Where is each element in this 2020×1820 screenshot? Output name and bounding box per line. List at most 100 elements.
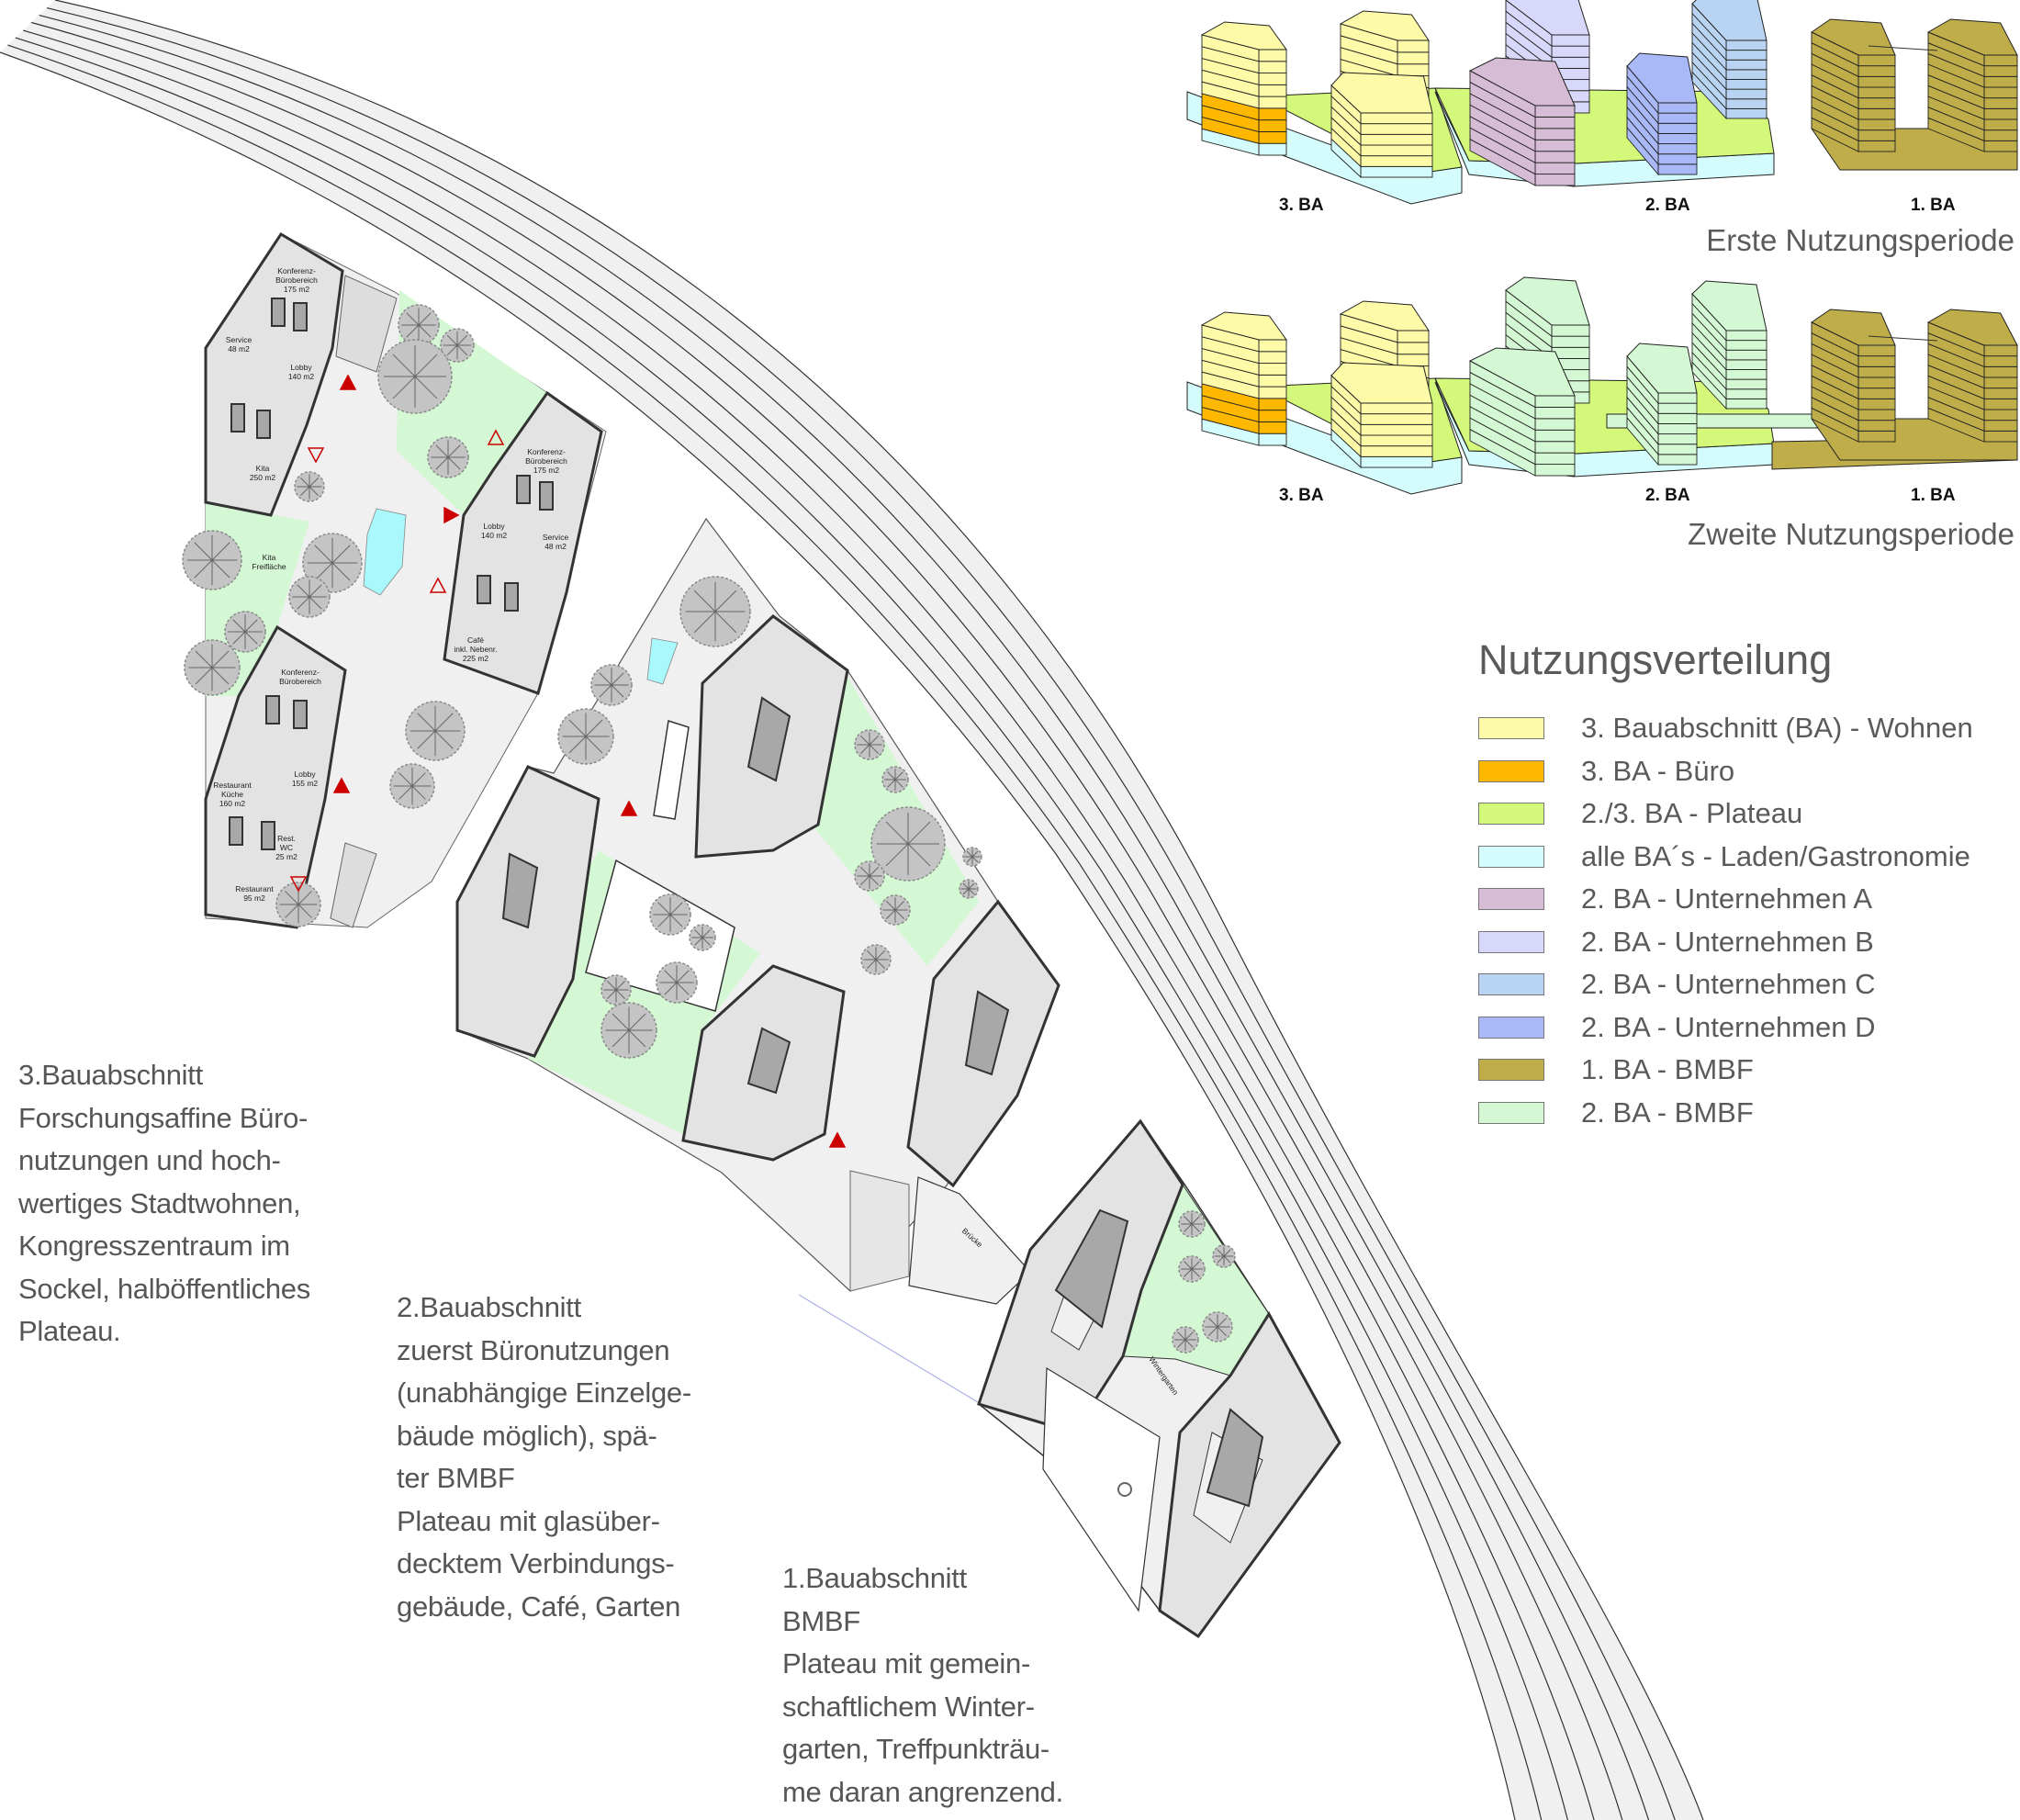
entrance-triangle-icon <box>307 447 325 464</box>
tree-icon <box>656 961 698 1004</box>
period-2-label-1ba: 1. BA <box>1911 486 1956 505</box>
tree-icon <box>224 611 266 653</box>
tree-icon <box>590 664 633 706</box>
bridge <box>798 1176 1031 1406</box>
room-label-line: 140 m2 <box>481 531 508 540</box>
room-label-line: 25 m2 <box>275 852 297 861</box>
tower-3-ba-c <box>1330 362 1433 469</box>
period-2-label-2ba: 2. BA <box>1645 486 1690 505</box>
trees <box>182 304 1236 1354</box>
tree-icon <box>1172 1326 1199 1354</box>
legend-item: 3. BA - Büro <box>1478 750 1973 793</box>
room-label-line: Konferenz- <box>527 447 566 456</box>
legend-swatch <box>1478 803 1544 826</box>
tree-icon <box>854 860 885 892</box>
legend-swatch <box>1478 1016 1544 1039</box>
track-corridor <box>0 0 1703 1820</box>
entrance-triangle-icon <box>339 374 357 390</box>
tree-icon <box>1212 1244 1236 1268</box>
tree-icon <box>398 304 440 346</box>
description-line: me daran angrenzend. <box>782 1775 1063 1808</box>
entrance-triangle-icon <box>332 777 351 793</box>
tower-1-ba-west <box>1811 18 1896 152</box>
roof <box>1468 347 1576 397</box>
description-line: Plateau mit gemein- <box>782 1647 1030 1680</box>
roof <box>1468 57 1576 107</box>
legend-title: Nutzungsverteilung <box>1478 636 1833 683</box>
legend-label: 2./3. BA - Plateau <box>1581 797 1803 830</box>
legend-label: 2. BA - Unternehmen C <box>1581 968 1876 1001</box>
description-line: Plateau mit glasüber- <box>397 1504 660 1537</box>
room-label-line: Restaurant <box>235 884 274 893</box>
tree-icon <box>440 328 475 363</box>
room-label-line: Kita <box>256 464 270 473</box>
phase-heading: 1.Bauabschnitt <box>782 1562 967 1594</box>
description-line: Plateau. <box>18 1315 121 1347</box>
roof <box>1626 343 1698 394</box>
tree-icon <box>1178 1210 1206 1238</box>
tree-icon <box>427 436 469 478</box>
cores-1-ba <box>1054 1208 1264 1508</box>
legend-label: 3. Bauabschnitt (BA) - Wohnen <box>1581 712 1973 745</box>
tree-icon <box>679 576 751 647</box>
tree-icon <box>275 882 321 927</box>
legend-label: 3. BA - Büro <box>1581 754 1735 787</box>
tower-2-ba-c <box>1691 280 1768 410</box>
description-line: gebäude, Café, Garten <box>397 1590 681 1623</box>
tree-icon <box>184 639 241 696</box>
description-line: Forschungsaffine Büro- <box>18 1101 309 1134</box>
period-1-label-1ba: 1. BA <box>1911 196 1956 215</box>
roof <box>1926 18 2018 56</box>
room-label-line: Kita <box>263 553 276 562</box>
legend-label: 2. BA - Unternehmen B <box>1581 925 1874 958</box>
cluster-2-ba <box>455 517 1060 1292</box>
legend-swatch <box>1478 973 1544 996</box>
room-label-line: 155 m2 <box>292 779 319 788</box>
room-label-line: Lobby <box>483 522 505 531</box>
water-basin <box>363 508 407 596</box>
roof <box>1330 72 1433 114</box>
legend-swatch <box>1478 717 1544 740</box>
bridge-line <box>1868 335 1938 342</box>
room-label-line: inkl. Nebenr. <box>454 645 497 654</box>
tree-icon <box>860 944 892 975</box>
tree-icon <box>600 1002 657 1059</box>
rail-line <box>31 21 1623 1820</box>
legend-swatch <box>1478 759 1544 782</box>
tree-icon <box>294 471 325 502</box>
stairs <box>330 275 398 928</box>
tree-icon <box>880 894 911 926</box>
room-label-line: Küche <box>221 790 243 799</box>
courtyard-1-ba <box>1042 1366 1161 1612</box>
roof <box>1339 300 1430 331</box>
tree-icon <box>854 729 885 760</box>
room-label-line: 160 m2 <box>219 799 246 808</box>
legend-label: 2. BA - BMBF <box>1581 1095 1754 1129</box>
roof <box>1200 21 1287 51</box>
period-1-labels: 3. BA 2. BA 1. BA <box>1279 196 1956 215</box>
legend-swatch <box>1478 888 1544 911</box>
legend-swatch <box>1478 1059 1544 1082</box>
tower-3-ba-a <box>1200 21 1287 156</box>
cores-2-ba <box>501 696 1010 1095</box>
room-label-line: WC <box>280 843 293 852</box>
tree-icon <box>600 974 632 1005</box>
description-line: BMBF <box>782 1604 860 1637</box>
tree-icon <box>405 701 466 761</box>
description-line: ter BMBF <box>397 1462 515 1494</box>
tree-icon <box>881 766 909 793</box>
legend-item: 1. BA - BMBF <box>1478 1049 1973 1092</box>
room-label-line: Freifläche <box>252 562 286 571</box>
legend-label: 1. BA - BMBF <box>1581 1053 1754 1086</box>
tower-2-ba-c <box>1691 0 1768 120</box>
tree-icon <box>302 533 363 593</box>
room-label-line: 95 m2 <box>243 893 265 903</box>
entrance-triangle-icon <box>487 429 505 445</box>
